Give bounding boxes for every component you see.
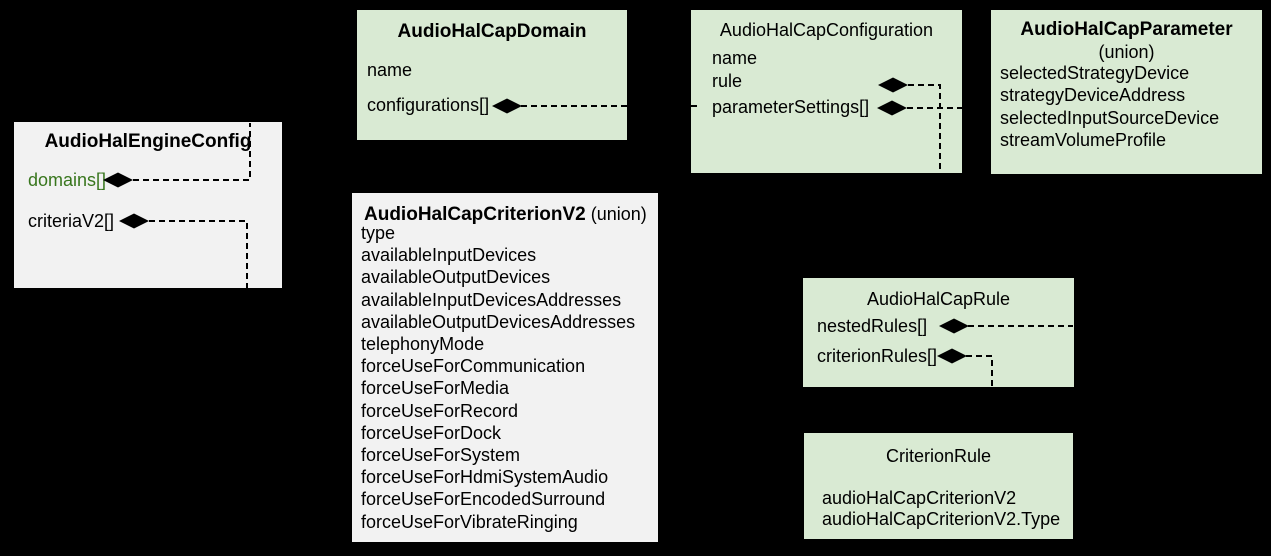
field-availableInputDevicesAddresses: availableInputDevicesAddresses: [361, 289, 622, 310]
class-title: CriterionRule: [885, 446, 992, 466]
field-name: name: [367, 60, 413, 80]
field-rule: rule: [712, 71, 743, 91]
field-forceUseForCommunication: forceUseForCommunication: [361, 356, 586, 377]
class-box-audio-hal-cap-parameter: AudioHalCapParameter (union) selectedStr…: [991, 10, 1262, 174]
field-domains: domains[]: [28, 170, 107, 190]
class-subtitle-union: (union): [1098, 42, 1155, 62]
field-forceUseForEncodedSurround: forceUseForEncodedSurround: [361, 489, 606, 510]
field-forceUseForVibrateRinging: forceUseForVibrateRinging: [361, 511, 578, 532]
field-configurations: configurations[]: [367, 95, 490, 115]
field-availableOutputDevicesAddresses: availableOutputDevicesAddresses: [361, 311, 636, 332]
field-forceUseForDock: forceUseForDock: [361, 422, 502, 443]
field-parameterSettings: parameterSettings[]: [712, 97, 870, 117]
field-selectedStrategyDevice: selectedStrategyDevice: [1000, 63, 1190, 83]
field-type: type: [361, 223, 396, 243]
class-box-audio-hal-engine-config: AudioHalEngineConfig domains[] criteriaV…: [14, 122, 282, 288]
field-strategyDeviceAddress: strategyDeviceAddress: [1000, 85, 1186, 105]
class-box-audio-hal-cap-criterion-v2: AudioHalCapCriterionV2 (union) type avai…: [352, 193, 658, 542]
class-title: AudioHalEngineConfig: [44, 131, 252, 152]
field-list: type availableInputDevices availableOutp…: [361, 222, 635, 533]
field-nestedRules: nestedRules[]: [817, 316, 928, 336]
class-box-criterion-rule: CriterionRule audioHalCapCriterionV2 aud…: [804, 433, 1073, 539]
class-title: AudioHalCapDomain: [397, 21, 587, 42]
class-title-text: AudioHalCapCriterionV2: [364, 204, 586, 225]
field-forceUseForRecord: forceUseForRecord: [361, 400, 519, 421]
field-criteriaV2: criteriaV2[]: [28, 211, 115, 231]
field-forceUseForSystem: forceUseForSystem: [361, 445, 521, 466]
field-name: name: [712, 48, 758, 68]
field-forceUseForMedia: forceUseForMedia: [361, 378, 510, 399]
class-title: AudioHalCapRule: [866, 289, 1011, 309]
field-selectedInputSourceDevice: selectedInputSourceDevice: [1000, 108, 1220, 128]
class-box-audio-hal-cap-configuration: AudioHalCapConfiguration name rule param…: [691, 10, 962, 173]
class-title-union-suffix: (union): [585, 204, 647, 224]
field-audioHalCapCriterionV2-type: audioHalCapCriterionV2.Type: [822, 509, 1061, 529]
class-box-audio-hal-cap-domain: AudioHalCapDomain name configurations[]: [357, 10, 627, 140]
field-criterionRules: criterionRules[]: [817, 346, 938, 366]
class-title: AudioHalCapCriterionV2 (union): [364, 203, 658, 225]
field-availableOutputDevices: availableOutputDevices: [361, 267, 551, 288]
field-streamVolumeProfile: streamVolumeProfile: [1000, 130, 1167, 150]
field-availableInputDevices: availableInputDevices: [361, 245, 537, 266]
class-title: AudioHalCapConfiguration: [719, 20, 934, 40]
class-title: AudioHalCapParameter: [1020, 19, 1233, 40]
field-forceUseForHdmiSystemAudio: forceUseForHdmiSystemAudio: [361, 467, 609, 488]
field-telephonyMode: telephonyMode: [361, 334, 485, 355]
field-audioHalCapCriterionV2: audioHalCapCriterionV2: [822, 488, 1017, 508]
class-box-audio-hal-cap-rule: AudioHalCapRule nestedRules[] criterionR…: [803, 278, 1074, 387]
